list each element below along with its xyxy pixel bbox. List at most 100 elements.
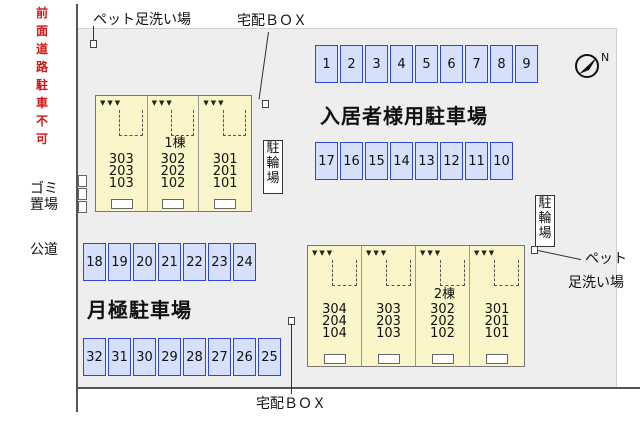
parking-space: 17 [315,142,338,180]
road-boundary-line [76,4,78,412]
parking-space: 7 [465,45,488,83]
parking-space: 16 [340,142,363,180]
parking-space: 1 [315,45,338,83]
compass-icon: N [575,51,609,78]
parking-space: 13 [415,142,438,180]
room-number: 303 [108,152,134,167]
pet-wash-leader-top [93,26,94,40]
room-number: 202 [160,164,186,179]
balcony-outline [119,110,143,136]
parking-space: 20 [133,243,156,281]
parking-space: 11 [465,142,488,180]
room-number: 103 [376,326,401,341]
parking-space: 15 [365,142,388,180]
stair-icon: ▼▼▼ [100,99,123,107]
bottom-boundary-line [78,387,640,389]
parking-space: 29 [158,338,181,376]
public-road-label: 公道 [30,242,58,258]
parking-space: 28 [183,338,206,376]
monthly-parking-label: 月極駐車場 [87,298,192,322]
room-number: 201 [484,314,510,329]
parking-space: 14 [390,142,413,180]
balcony-outline [494,260,519,286]
stair-icon: ▼▼▼ [474,249,497,257]
stair-icon: ▼▼▼ [203,99,226,107]
garbage-area-label: ゴミ置場 [30,181,58,213]
parking-space: 5 [415,45,438,83]
parking-space: 23 [208,243,231,281]
room-number: 101 [484,326,510,341]
balcony-outline [440,260,465,286]
room-number: 304 [322,302,347,317]
balcony-outline [170,110,195,136]
parking-space: 31 [108,338,131,376]
room-number: 102 [160,176,186,191]
stair-icon: ▼▼▼ [312,249,335,257]
pet-wash-label-top: ペット足洗い場 [93,12,191,28]
entrance [378,354,400,364]
parking-space: 26 [233,338,256,376]
balcony-outline [222,110,246,136]
delivery-box-marker-top [262,100,269,108]
delivery-box-label-bottom: 宅配ＢＯＸ [256,396,326,412]
resident-parking-label: 入居者様用駐車場 [320,104,488,128]
parking-space: 24 [233,243,256,281]
room-number: 302 [430,302,455,317]
front-road-notice: 前面道路駐車不可 [36,6,49,146]
pet-wash-label-right-line1: ペット [585,251,627,267]
room-number: 101 [212,176,238,191]
parking-space: 3 [365,45,388,83]
balcony-outline [332,260,357,286]
parking-space: 9 [515,45,538,83]
parking-space: 19 [108,243,131,281]
room-number: 103 [108,176,134,191]
parking-space: 21 [158,243,181,281]
parking-space: 30 [133,338,156,376]
parking-space: 2 [340,45,363,83]
parking-space: 18 [83,243,106,281]
delivery-box-leader-bottom [291,325,292,394]
parking-space: 12 [440,142,463,180]
room-number: 203 [376,314,401,329]
bike-parking-left: 駐輪場 [263,140,283,194]
room-number: 201 [212,164,238,179]
bike-parking-right: 駐輪場 [535,195,555,247]
room-number: 303 [376,302,401,317]
pet-wash-marker-top [90,40,97,48]
delivery-box-marker-bottom [288,317,295,325]
balcony-outline [386,260,411,286]
stair-icon: ▼▼▼ [420,249,443,257]
room-number: 102 [430,326,455,341]
room-number: 301 [212,152,238,167]
room-number: 302 [160,152,186,167]
entrance [162,199,185,209]
pet-wash-marker-right [531,246,538,254]
parking-space: 27 [208,338,231,376]
parking-space: 22 [183,243,206,281]
pet-wash-label-right-line2: 足洗い場 [568,275,624,291]
parking-space: 6 [440,45,463,83]
delivery-box-label-top: 宅配ＢＯＸ [237,13,307,29]
garbage-area [78,175,87,213]
room-number: 204 [322,314,347,329]
entrance [110,199,133,209]
building-name: 1棟 [164,136,186,151]
stair-icon: ▼▼▼ [366,249,389,257]
parking-space: 25 [258,338,281,376]
entrance [486,354,508,364]
